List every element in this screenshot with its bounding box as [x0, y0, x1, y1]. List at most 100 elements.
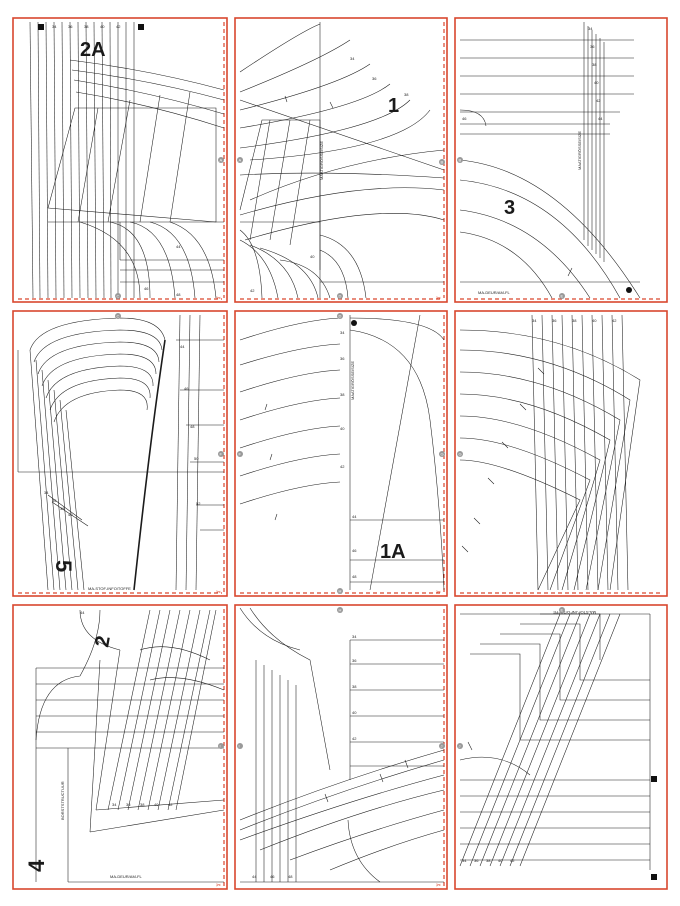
- size-label: 40: [594, 80, 599, 85]
- size-label: 40: [498, 858, 503, 863]
- drill-hole-dot: [351, 320, 357, 326]
- size-label: 44: [80, 610, 85, 615]
- size-label: 44: [180, 344, 185, 349]
- tile-frame-8: [234, 604, 448, 890]
- scissor-icon: ✂: [216, 589, 221, 596]
- notch-marker: B: [459, 158, 462, 163]
- scissor-icon: ✂: [216, 295, 221, 302]
- tile-frame-7: [12, 604, 228, 890]
- size-label: 44: [598, 116, 603, 121]
- size-label: 46: [144, 286, 149, 291]
- scissor-icon: ✂: [436, 589, 441, 596]
- tile-frame-2: [234, 17, 448, 303]
- size-label: 48: [190, 424, 195, 429]
- size-label: 42: [340, 464, 345, 469]
- tile-frame-3: [454, 17, 668, 303]
- size-label: 38: [84, 24, 89, 29]
- tile-3-size-labels: 34 36 38 40 42 44 46: [462, 26, 603, 121]
- size-label: 48: [352, 574, 357, 579]
- notch-marker: I: [239, 744, 240, 749]
- size-label: 42: [596, 98, 601, 103]
- size-label: 40: [310, 254, 315, 259]
- size-label: 36: [552, 318, 557, 323]
- tile-8-size-labels: 34 36 38 40 42 44 46 48: [252, 634, 357, 879]
- tile-4-size-labels: 44 46 48 50 52 34 36 38 40: [44, 344, 201, 517]
- size-label: 34: [462, 858, 467, 863]
- notch-marker: E: [561, 294, 564, 299]
- notch-marker: A: [220, 158, 223, 163]
- tile-1-size-labels: 34 36 38 40 42 44 46 48: [52, 24, 181, 297]
- tile-7-lines: [35, 609, 225, 883]
- size-label: 34: [112, 802, 117, 807]
- size-info-text: MAAT/GRÖSSE/SIZE: [577, 131, 582, 170]
- scissor-icons: ✂ ✂ ✂ ✂ ✂ ✂: [216, 295, 441, 889]
- tile-8-markers: I J H: [237, 607, 445, 749]
- tile-6-markers: G: [457, 451, 463, 457]
- size-label: 36: [474, 858, 479, 863]
- size-label: 40: [340, 426, 345, 431]
- tile-4-lines: [17, 314, 224, 591]
- notch-marker: H: [339, 589, 342, 594]
- notch-marker: D: [339, 294, 342, 299]
- tile-5-size-labels: 34 36 38 40 42 44 46 48: [340, 330, 357, 579]
- piece-number: 1A: [380, 541, 406, 563]
- size-label: 36: [372, 76, 377, 81]
- bottom-info-text: MA-STOF-INFO/TOFFE: [88, 586, 131, 591]
- tile-frame-9: [454, 604, 668, 890]
- tile-frame-4: [12, 310, 228, 597]
- size-label: 36: [352, 658, 357, 663]
- notch-marker: E: [561, 608, 564, 613]
- size-label: 34: [52, 24, 57, 29]
- tile-1-squares: [38, 24, 144, 30]
- size-label: 40: [68, 512, 73, 517]
- size-label: 46: [462, 116, 467, 121]
- size-label: 38: [60, 506, 65, 511]
- notch-marker: D: [339, 314, 342, 319]
- size-info-text: MAAT/GRÖSSE/SIZE: [350, 361, 355, 400]
- size-label: 36: [590, 44, 595, 49]
- tile-2-lines: [239, 22, 445, 299]
- tile-8-lines: [239, 607, 445, 883]
- size-info-text: BORSTSTRUCTUUR: [60, 781, 65, 820]
- size-info-text: MAAT/GRÖSSE/SIZE: [319, 141, 324, 180]
- trim-lines: [18, 22, 662, 886]
- size-label: 42: [250, 288, 255, 293]
- tile-2-size-labels: 34 36 38 40 42: [250, 56, 409, 293]
- bottom-info-text: MA-DEUR/AM-FL: [110, 874, 143, 879]
- piece-number: 3: [504, 197, 515, 219]
- piece-number: 5: [51, 560, 76, 572]
- piece-number: 1: [388, 95, 399, 117]
- size-label: 52: [196, 501, 201, 506]
- size-label: 46: [184, 386, 189, 391]
- tile-3-lines: [459, 22, 641, 299]
- size-label: 36: [68, 24, 73, 29]
- size-label: 38: [592, 62, 597, 67]
- tile-6-size-labels: 34 36 38 40 42: [532, 318, 617, 323]
- notch-marker: J: [459, 744, 461, 749]
- notch-marker: H: [339, 608, 342, 613]
- piece-number: 2A: [80, 39, 106, 61]
- size-label: 42: [612, 318, 617, 323]
- tile-frame-6: [454, 310, 668, 597]
- tile-6-lines: [459, 314, 641, 591]
- tile-frame-5: [234, 310, 448, 597]
- tile-1-markers: A C: [115, 157, 224, 299]
- tile-3-markers: B E: [457, 157, 565, 299]
- tile-9-lines: [459, 613, 651, 870]
- size-label: 38: [572, 318, 577, 323]
- scissor-icon: ✂: [216, 882, 221, 889]
- size-label: 48: [176, 292, 181, 297]
- scissor-icon: ✂: [436, 882, 441, 889]
- size-label: 46: [352, 548, 357, 553]
- tile-9-size-labels: 34 36 38 40 42: [462, 858, 515, 863]
- size-label: 38: [352, 684, 357, 689]
- size-label: 50: [194, 456, 199, 461]
- size-label: 36: [126, 802, 131, 807]
- size-label: 40: [154, 802, 159, 807]
- size-label: 34: [44, 490, 49, 495]
- tile-1-lines: [29, 21, 225, 299]
- size-label: 42: [510, 858, 515, 863]
- size-label: 38: [486, 858, 491, 863]
- notch-marker: J: [441, 744, 443, 749]
